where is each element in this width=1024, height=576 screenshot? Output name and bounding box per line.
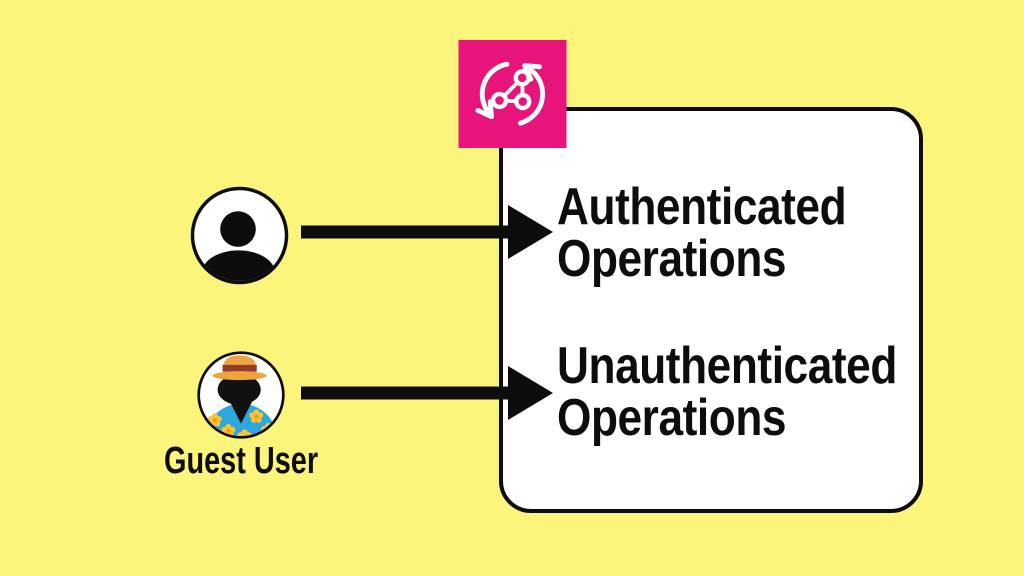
guest-arrow (301, 366, 553, 420)
authenticated-operations-label: Authenticated Operations (557, 178, 847, 288)
authenticated-arrow (301, 205, 553, 259)
user-silhouette-icon (190, 186, 289, 285)
operations-box: Authenticated Operations Unauthenticated… (499, 107, 923, 513)
tourist-user-icon (197, 351, 285, 439)
unauthenticated-operations-label: Unauthenticated Operations (557, 337, 897, 447)
appsync-sync-icon (458, 40, 567, 148)
guest-user-label: Guest User (164, 440, 319, 482)
